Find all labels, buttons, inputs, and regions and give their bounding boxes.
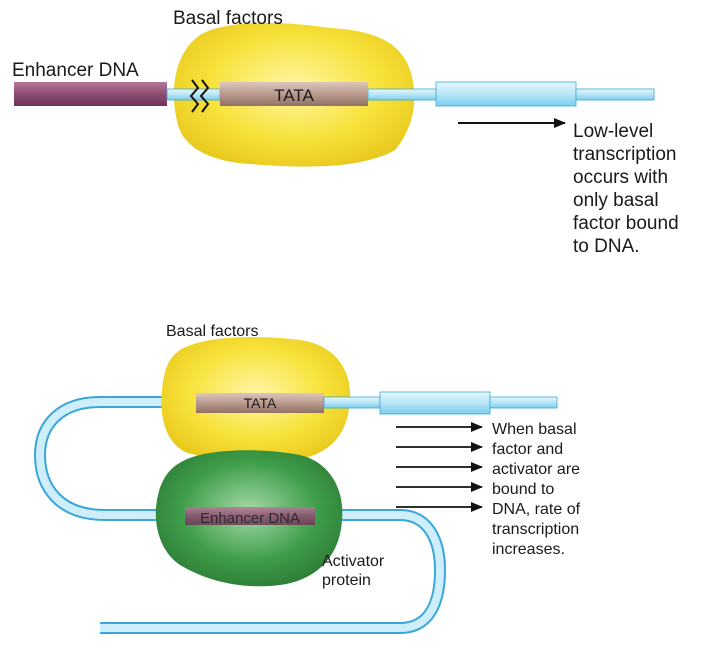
bottom-transcription-note: When basal factor and activator are boun… [492,420,642,560]
top-break-mark-1 [189,79,200,113]
bottom-note-line: factor and [492,441,564,458]
bottom-enhancer-dna [185,507,315,525]
bottom-tata-box [196,393,324,413]
bottom-dna-loop-inner [35,398,445,632]
bottom-note-line: activator are [492,461,581,478]
top-note-line: transcription [573,144,677,165]
bottom-tata-label: TATA [243,395,277,411]
bottom-note-line: increases. [492,541,565,558]
top-note-line: only basal [573,190,659,211]
top-break-mark-2 [199,79,210,113]
activator-label-line: protein [322,572,371,589]
top-tata-label: TATA [274,86,314,105]
top-note-line: Low-level [573,121,654,142]
top-dna-strand-mid [367,88,437,101]
bottom-dna-strand-mid [323,396,381,409]
bottom-enhancer-dna-label: Enhancer DNA [199,510,301,527]
bottom-note-line: transcription [492,521,580,538]
bottom-note-line: bound to [492,481,555,498]
top-enhancer-dna [14,82,167,106]
top-note-line: occurs with [573,167,669,188]
activator-label-line: Activator [322,553,385,570]
top-note-line: to DNA. [573,236,640,257]
bottom-gene-box [379,391,491,415]
top-transcription-note: Low-level transcription occurs with only… [573,120,713,258]
bottom-basal-factors-label: Basal factors [166,323,259,340]
top-gene-box [435,81,577,107]
bottom-note-line: DNA, rate of [492,501,581,518]
top-dna-strand-right [575,88,655,101]
bottom-dna-strand-right [489,396,558,409]
top-note-line: factor bound [573,213,679,234]
top-tata-box [220,82,368,106]
top-basal-factors-label: Basal factors [173,8,283,29]
bottom-note-line: When basal [492,421,577,438]
activator-protein-label: Activator protein [322,552,422,590]
top-enhancer-dna-label: Enhancer DNA [12,60,139,81]
